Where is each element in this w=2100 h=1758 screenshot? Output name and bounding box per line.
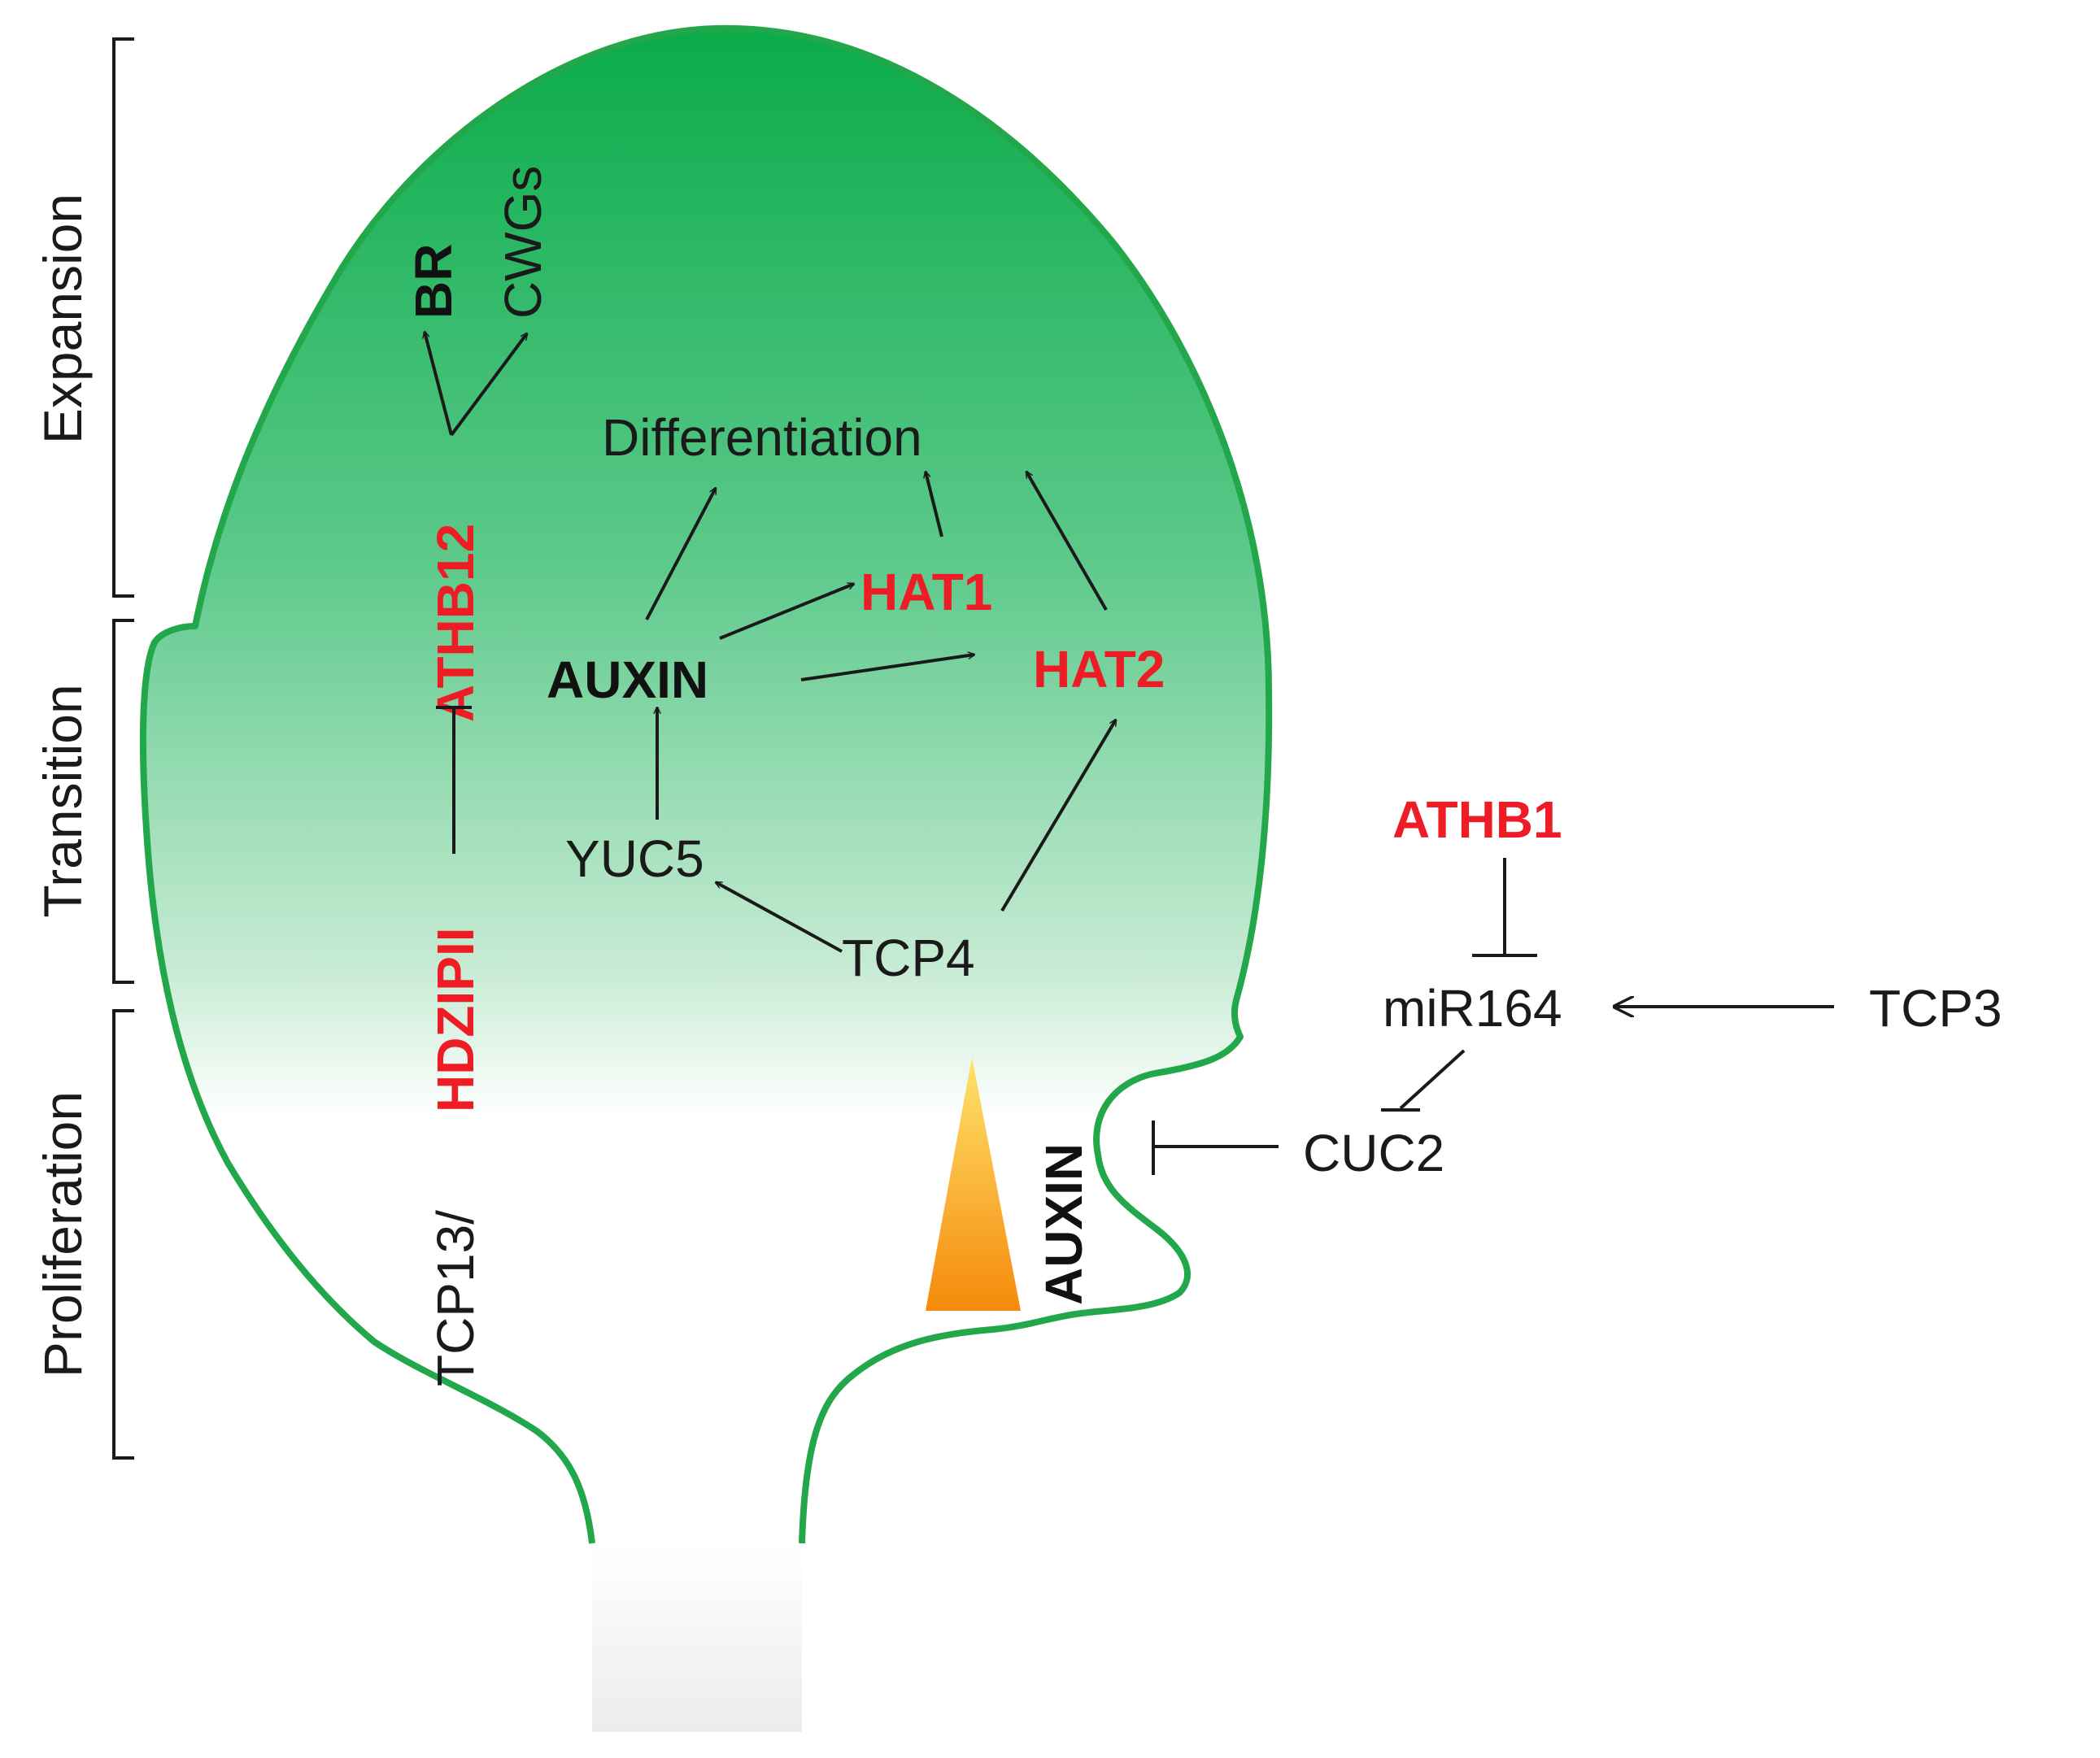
stage-brackets: [112, 37, 134, 1460]
auxin-to-hat2-arrow: [800, 655, 974, 681]
athb12-label: ATHB12: [426, 524, 485, 722]
cwgs-label: CWGs: [494, 166, 552, 319]
proliferation-label: Proliferation: [33, 1091, 93, 1377]
hat1-label: HAT1: [860, 563, 992, 621]
athb12-to-br-arrow: [425, 332, 453, 436]
petiole: [592, 1543, 802, 1732]
auxin-gradient-triangle: [926, 1057, 1021, 1311]
tcp13-label: TCP13/: [426, 1210, 485, 1386]
mir164-label: miR164: [1383, 979, 1562, 1038]
br-label: BR: [404, 244, 463, 319]
hat2-to-differentiation-arrow: [1025, 472, 1108, 611]
auxin-sinus-label: AUXIN: [1035, 1143, 1093, 1305]
hat1-to-differentiation-arrow: [926, 472, 943, 537]
athb12-to-cwgs-arrow: [450, 333, 529, 437]
mir164-inhibit-cuc2-line: [1399, 1049, 1466, 1110]
proliferation-bracket: [112, 1009, 134, 1460]
transition-bracket: [112, 619, 134, 984]
athb1-label: ATHB1: [1392, 790, 1562, 849]
cuc2-label: CUC2: [1303, 1124, 1444, 1182]
tcp4-to-hat2-arrow: [1000, 720, 1118, 912]
expansion-label: Expansion: [33, 194, 93, 444]
auxin-to-hat1-arrow: [719, 582, 854, 640]
tcp3-label: TCP3: [1869, 979, 2002, 1038]
hat2-label: HAT2: [1033, 640, 1165, 698]
auxin-to-differentiation-arrow: [645, 488, 717, 620]
differentiation-label: Differentiation: [602, 408, 922, 467]
yuc5-label: YUC5: [565, 829, 704, 888]
leaf-blade: [139, 24, 1273, 1544]
tcp4-label: TCP4: [842, 929, 975, 987]
hdzipii-label: HDZIPII: [426, 927, 485, 1112]
transition-label: Transition: [33, 684, 93, 917]
tcp4-to-yuc5-arrow: [716, 881, 843, 953]
expansion-bracket: [112, 37, 134, 598]
auxin-center-label: AUXIN: [547, 651, 708, 709]
